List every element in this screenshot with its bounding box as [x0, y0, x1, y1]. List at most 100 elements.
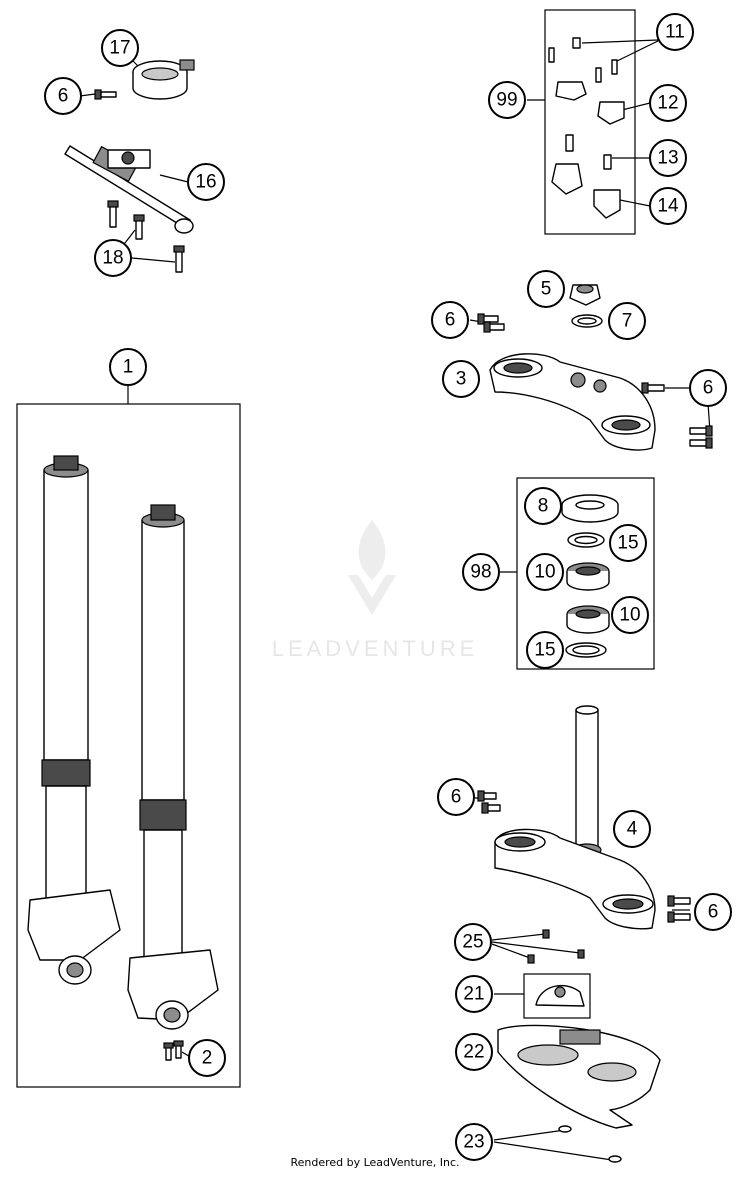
callout-label: 14	[657, 196, 679, 217]
callout-circle	[488, 81, 526, 119]
callout-circle	[608, 302, 646, 340]
lower-cover-plate	[497, 1024, 661, 1129]
callout-circle	[527, 270, 565, 308]
callout-circle	[649, 187, 687, 225]
callout-18: 18	[94, 239, 132, 277]
callout-6d: 6	[437, 778, 475, 816]
callout-13: 13	[649, 139, 687, 177]
callout-circle	[109, 348, 147, 386]
top-clamp-bolts	[477, 313, 505, 333]
callout-label: 6	[708, 902, 719, 923]
callout-1: 1	[109, 348, 147, 386]
callout-label: 6	[703, 378, 714, 399]
bearing-kit-parts	[561, 494, 619, 658]
lower-clamp-bolts	[477, 790, 691, 923]
callout-6c: 6	[689, 369, 727, 407]
leader-lines	[79, 39, 711, 1161]
callout-circle	[526, 631, 564, 669]
callout-label: 5	[541, 279, 552, 300]
callout-circle	[609, 524, 647, 562]
callout-circle	[44, 77, 82, 115]
callout-4: 4	[613, 810, 651, 848]
callout-label: 6	[58, 86, 69, 107]
upper-triple-clamp	[489, 353, 656, 451]
callout-circle	[524, 487, 562, 525]
callout-3: 3	[442, 360, 480, 398]
callout-circle	[431, 301, 469, 339]
plate-screws	[558, 1125, 622, 1163]
callout-circle	[437, 778, 475, 816]
callout-21: 21	[455, 975, 493, 1013]
top-clamp-side-bolts	[641, 382, 713, 449]
callout-15a: 15	[609, 524, 647, 562]
callout-25: 25	[454, 923, 492, 961]
callout-label: 10	[534, 562, 555, 583]
callout-circle	[694, 893, 732, 931]
lower-triple-clamp	[494, 705, 656, 930]
callout-label: 6	[451, 787, 462, 808]
fork-leg-left	[27, 455, 121, 985]
callout-7: 7	[608, 302, 646, 340]
watermark-text: LEADVENTURE	[272, 636, 479, 661]
callout-circle	[455, 975, 493, 1013]
callout-label: 6	[445, 310, 456, 331]
callout-8: 8	[524, 487, 562, 525]
fork-bolts	[163, 1040, 184, 1061]
footer-credit: Rendered by LeadVenture, Inc.	[290, 1156, 460, 1169]
callout-6e: 6	[694, 893, 732, 931]
callout-circle	[454, 923, 492, 961]
callout-label: 22	[463, 1042, 484, 1063]
callout-5: 5	[527, 270, 565, 308]
callout-label: 10	[619, 605, 640, 626]
callout-circle	[613, 810, 651, 848]
clamp-kit-box	[544, 9, 636, 235]
callout-17: 17	[101, 29, 139, 67]
callout-15b: 15	[526, 631, 564, 669]
bearing-kit-box	[516, 477, 655, 670]
callout-label: 17	[109, 38, 130, 59]
steering-damper-clamp	[132, 59, 195, 100]
bolt	[94, 89, 117, 100]
callout-label: 15	[534, 640, 555, 661]
callout-label: 15	[617, 533, 638, 554]
callout-10b: 10	[611, 596, 649, 634]
steering-cover	[535, 984, 585, 1007]
callout-circle	[526, 553, 564, 591]
steering-nut	[569, 284, 601, 306]
clamp-kit-parts	[548, 37, 625, 219]
callout-label: 8	[538, 496, 549, 517]
callout-6b: 6	[431, 301, 469, 339]
callout-circle	[94, 239, 132, 277]
callout-23: 23	[455, 1123, 493, 1161]
callout-label: 18	[102, 248, 123, 269]
callout-14: 14	[649, 187, 687, 225]
callout-label: 21	[463, 984, 484, 1005]
callout-circle	[611, 596, 649, 634]
callout-label: 2	[202, 1048, 213, 1069]
callout-11: 11	[656, 13, 694, 51]
steering-damper	[64, 145, 194, 234]
callout-label: 3	[456, 369, 467, 390]
callout-label: 23	[463, 1132, 484, 1153]
callout-98: 98	[462, 553, 500, 591]
callout-label: 4	[627, 819, 638, 840]
cover-screws	[527, 929, 585, 964]
callout-circle	[649, 84, 687, 122]
callout-12: 12	[649, 84, 687, 122]
callout-circle	[455, 1123, 493, 1161]
callout-circle	[442, 360, 480, 398]
callout-99: 99	[488, 81, 526, 119]
callout-label: 98	[470, 562, 491, 583]
callout-circle	[101, 29, 139, 67]
watermark: LEADVENTURE	[272, 520, 479, 661]
damper-bolts	[107, 200, 185, 273]
callout-label: 7	[622, 311, 633, 332]
cover-21-box	[523, 973, 591, 1019]
callout-2: 2	[188, 1039, 226, 1077]
callout-circle	[455, 1033, 493, 1071]
callout-16: 16	[187, 163, 225, 201]
callout-10a: 10	[526, 553, 564, 591]
washer	[571, 314, 603, 328]
